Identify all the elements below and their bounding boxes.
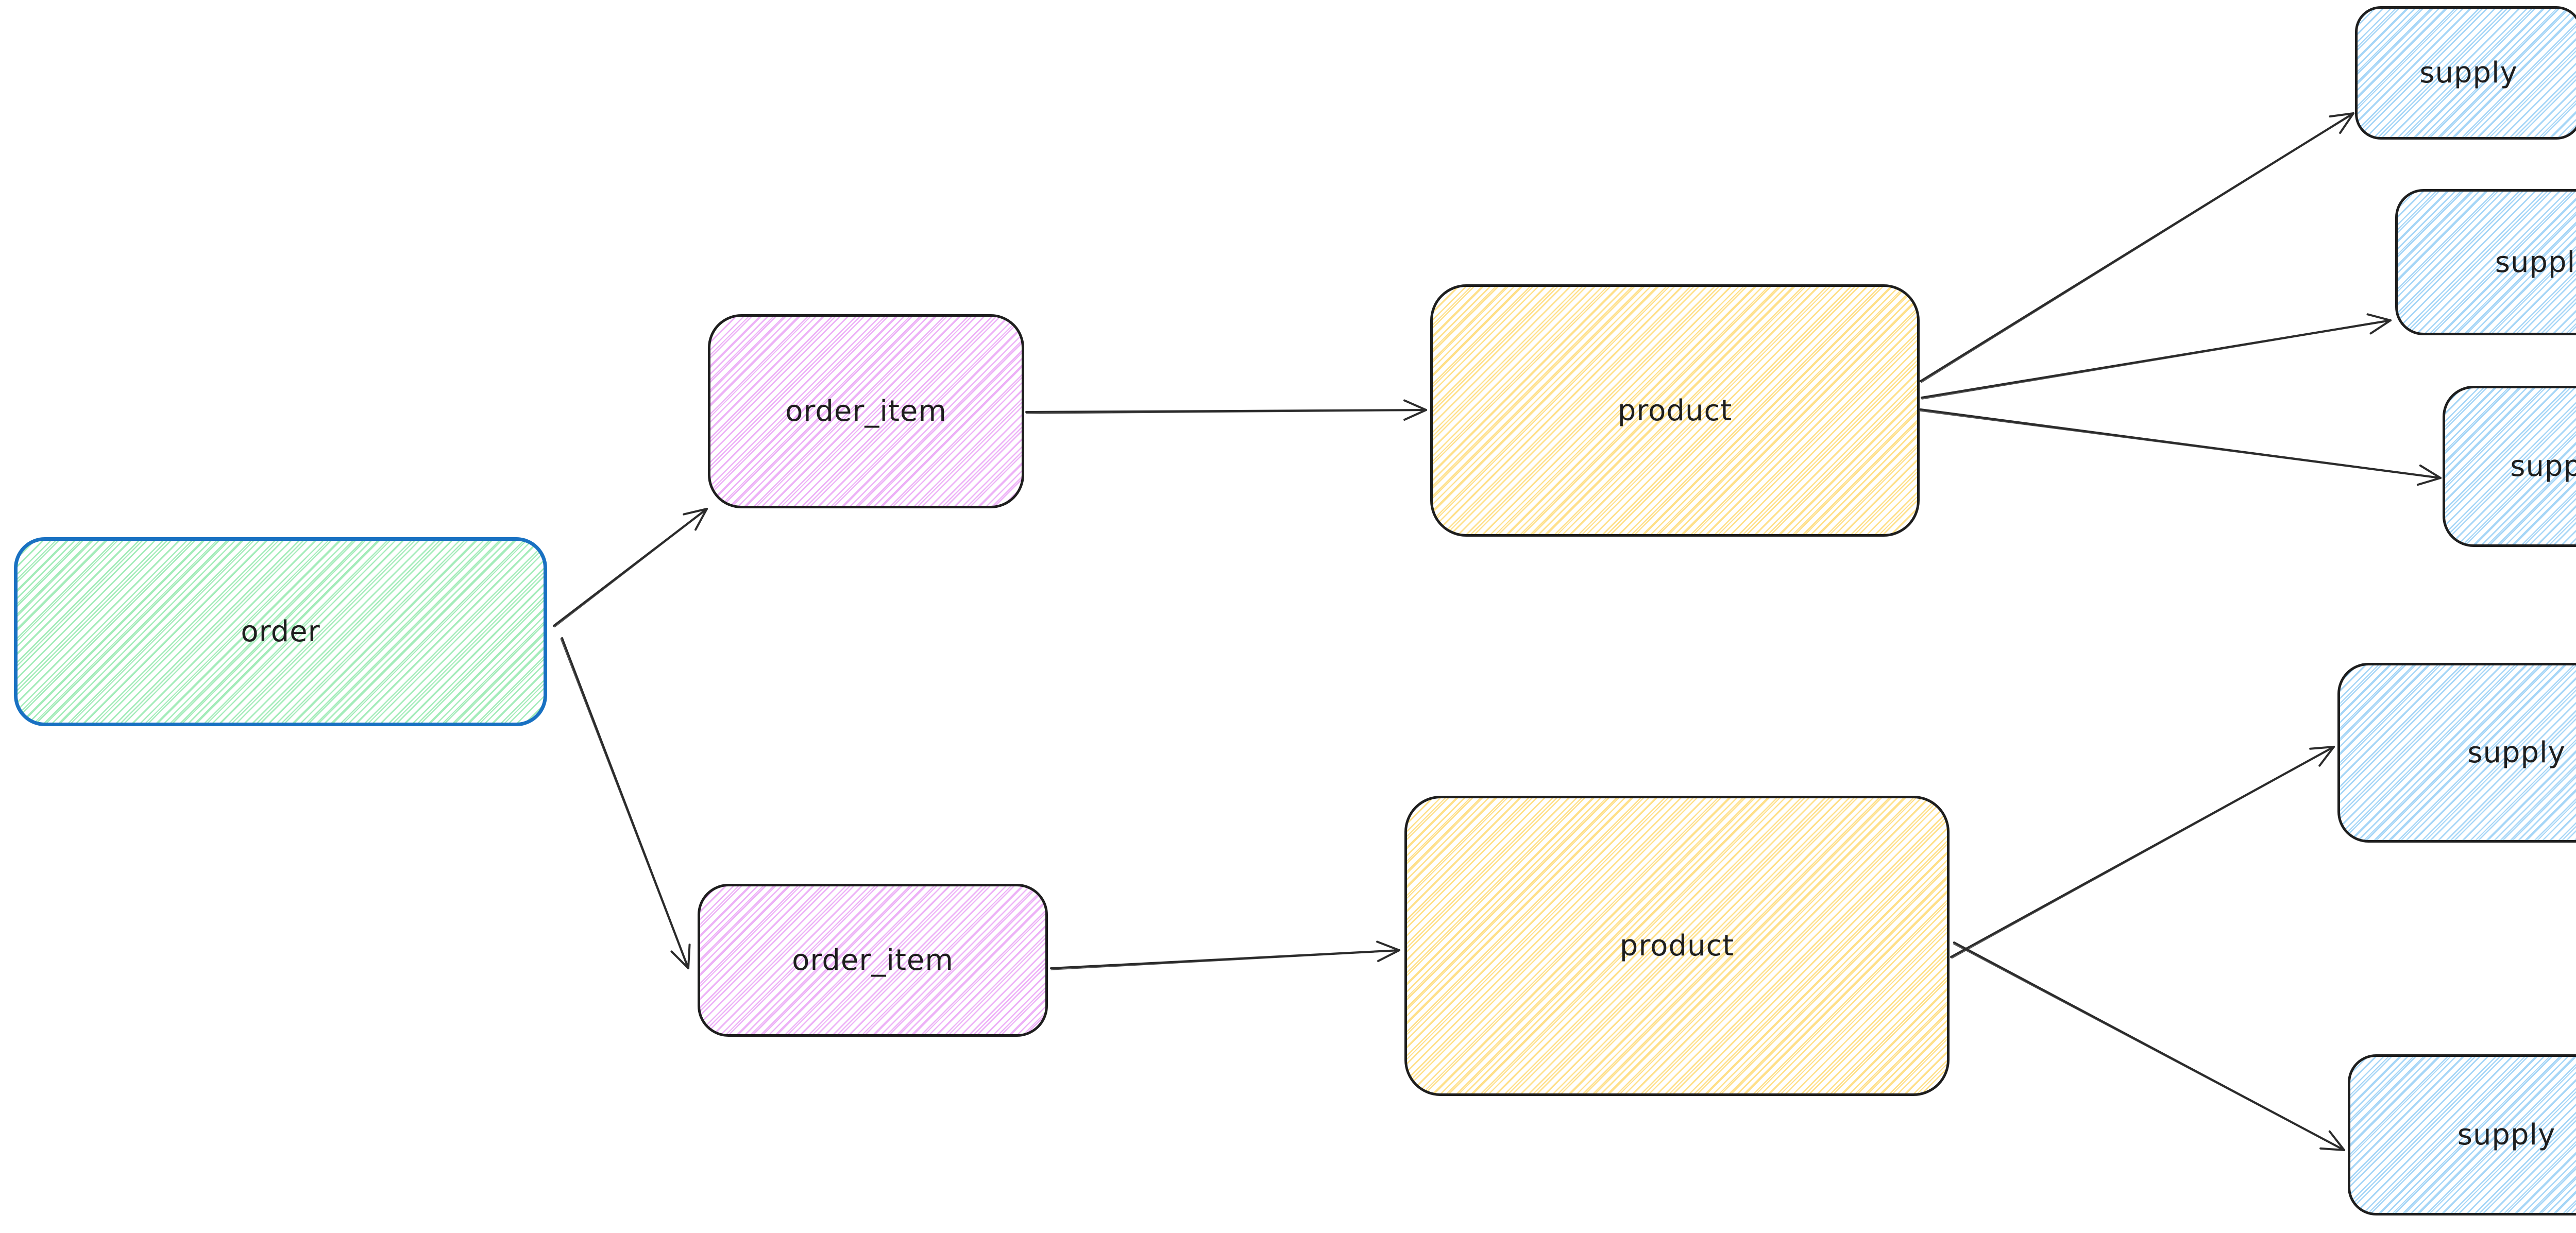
node-label-supply-3: supply — [2510, 450, 2576, 483]
edge-order-to-order-item-2[interactable] — [560, 637, 691, 969]
node-label-order-item-2: order_item — [792, 944, 954, 977]
node-label-product-1: product — [1617, 393, 1733, 427]
node-label-supply-4: supply — [2467, 736, 2566, 769]
edge-product-1-to-supply-1[interactable] — [1920, 112, 2354, 383]
node-label-product-2: product — [1619, 929, 1735, 963]
node-label-supply-5: supply — [2457, 1118, 2556, 1152]
node-label-supply-2: supply — [2495, 245, 2576, 279]
edge-product-1-to-supply-3[interactable] — [1920, 408, 2442, 486]
node-product-2[interactable]: product — [1404, 796, 1950, 1096]
node-supply-4[interactable]: supply — [2337, 663, 2576, 843]
node-label-supply-1: supply — [2419, 56, 2518, 90]
edge-product-2-to-supply-5[interactable] — [1953, 941, 2345, 1151]
node-supply-3[interactable]: supply — [2443, 386, 2576, 547]
edge-product-1-to-supply-2[interactable] — [1921, 313, 2392, 400]
node-label-order-item-1: order_item — [785, 395, 947, 428]
node-supply-1[interactable]: supply — [2355, 6, 2576, 140]
edge-order-item-2-to-product-2[interactable] — [1050, 940, 1400, 970]
node-supply-2[interactable]: supply — [2395, 189, 2576, 335]
edge-order-to-order-item-1[interactable] — [553, 508, 708, 628]
node-product-1[interactable]: product — [1430, 284, 1920, 537]
node-label-order: order — [241, 615, 320, 648]
node-order-item-2[interactable]: order_item — [698, 884, 1048, 1037]
node-order-item-1[interactable]: order_item — [708, 314, 1024, 508]
node-supply-5[interactable]: supply — [2348, 1054, 2576, 1215]
node-order[interactable]: order — [14, 537, 547, 726]
edge-order-item-1-to-product-1[interactable] — [1025, 399, 1427, 421]
edge-product-2-to-supply-4[interactable] — [1950, 746, 2335, 959]
